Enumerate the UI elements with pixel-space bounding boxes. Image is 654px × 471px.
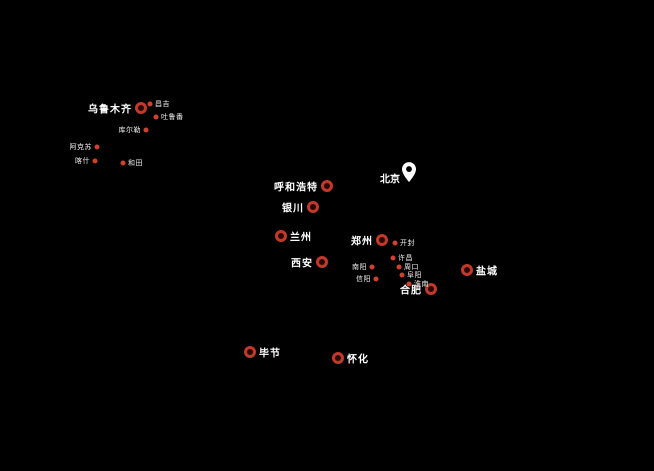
city-label: 许昌: [398, 255, 413, 262]
city-label: 库尔勒: [118, 127, 141, 134]
city-label: 阜阳: [407, 272, 422, 279]
city-ring-marker-icon[interactable]: [332, 352, 344, 364]
city-label: 呼和浩特: [274, 182, 318, 194]
city-label: 兰州: [290, 232, 312, 244]
city-ring-marker-icon[interactable]: [461, 264, 473, 276]
city-label: 郑州: [351, 236, 373, 248]
city-ring-marker-icon[interactable]: [316, 256, 328, 268]
city-label: 喀什: [75, 158, 90, 165]
city-dot-marker-icon[interactable]: [392, 240, 398, 246]
city-ring-marker-icon[interactable]: [307, 201, 319, 213]
city-label: 南阳: [352, 264, 367, 271]
city-label: 怀化: [347, 354, 369, 366]
city-dot-marker-icon[interactable]: [390, 255, 396, 261]
city-dot-marker-icon[interactable]: [369, 264, 375, 270]
city-label: 阿克苏: [69, 144, 92, 151]
city-label: 盐城: [476, 266, 498, 278]
city-dot-marker-icon[interactable]: [373, 276, 379, 282]
location-pin-icon[interactable]: [402, 162, 416, 182]
city-dot-marker-icon[interactable]: [92, 158, 98, 164]
city-ring-marker-icon[interactable]: [135, 102, 147, 114]
city-ring-marker-icon[interactable]: [425, 283, 437, 295]
city-dot-marker-icon[interactable]: [143, 127, 149, 133]
city-ring-marker-icon[interactable]: [376, 234, 388, 246]
city-ring-marker-icon[interactable]: [244, 346, 256, 358]
city-label: 信阳: [356, 276, 371, 283]
city-label: 淮南: [414, 281, 429, 288]
city-label: 银川: [282, 203, 304, 215]
city-dot-marker-icon[interactable]: [147, 101, 153, 107]
city-dot-marker-icon[interactable]: [399, 272, 405, 278]
city-dot-marker-icon[interactable]: [396, 264, 402, 270]
city-label: 吐鲁番: [161, 114, 184, 121]
city-label: 毕节: [259, 348, 281, 360]
city-label: 开封: [400, 240, 415, 247]
city-dot-marker-icon[interactable]: [94, 144, 100, 150]
city-label: 和田: [128, 160, 143, 167]
city-label: 乌鲁木齐: [88, 104, 132, 116]
city-label: 周口: [404, 264, 419, 271]
city-dot-marker-icon[interactable]: [120, 160, 126, 166]
city-label: 合肥: [400, 285, 422, 297]
city-dot-marker-icon[interactable]: [153, 114, 159, 120]
city-ring-marker-icon[interactable]: [275, 230, 287, 242]
city-ring-marker-icon[interactable]: [321, 180, 333, 192]
city-label: 昌吉: [155, 101, 170, 108]
city-label: 西安: [291, 258, 313, 270]
city-label: 北京: [380, 174, 400, 186]
city-dot-marker-icon[interactable]: [406, 281, 412, 287]
